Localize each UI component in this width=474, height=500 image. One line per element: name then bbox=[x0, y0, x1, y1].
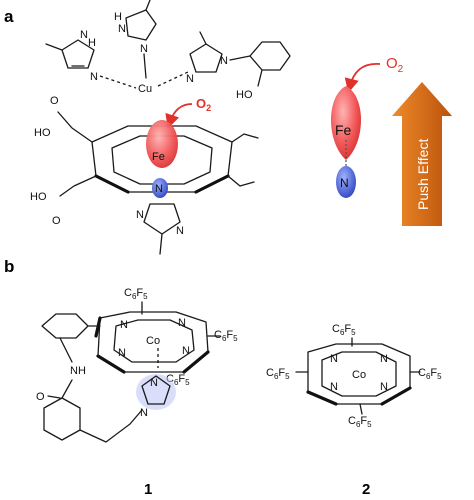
n-1c: N bbox=[118, 347, 126, 359]
panel-label-b: b bbox=[4, 257, 14, 276]
imidazole-n2-1: N bbox=[140, 407, 148, 419]
his-mid-h-label: H bbox=[114, 11, 122, 23]
o2-label-schematic: O2 bbox=[386, 55, 404, 75]
active-site-structure: H N N H N N Cu N N HO bbox=[30, 0, 291, 255]
n-1a: N bbox=[120, 319, 128, 331]
co-label-1: Co bbox=[146, 335, 160, 347]
c6f5-right-2: C6F5 bbox=[418, 367, 442, 381]
cu-his-right-dashed-bond bbox=[157, 71, 189, 87]
n-1d: N bbox=[182, 345, 190, 357]
co-label-2: Co bbox=[352, 369, 366, 381]
fe-d-orbital-lobe bbox=[146, 120, 178, 168]
his-left-nh-label: H bbox=[88, 37, 96, 49]
heme-porphyrin: O HO O HO bbox=[30, 95, 259, 227]
o2-label-active-site: O2 bbox=[196, 96, 211, 113]
tyr-n-label: N bbox=[186, 73, 194, 85]
compound-1: C6F5 N N N N Co C6F5 C6F5 N N NH bbox=[36, 287, 238, 498]
n-2c: N bbox=[330, 381, 338, 393]
propionate-o-bottom: O bbox=[52, 215, 61, 227]
n-label-schematic: N bbox=[340, 176, 349, 190]
schematic-push-effect: O2 Fe N Push Effect bbox=[331, 55, 452, 226]
tyr-n2-label: N bbox=[220, 55, 228, 67]
n-lower-label: N bbox=[136, 209, 144, 221]
cu-his-left-dashed-bond bbox=[99, 75, 137, 89]
compound-1-number: 1 bbox=[144, 481, 152, 498]
propionate-ho-bottom: HO bbox=[30, 191, 47, 203]
o2-arrow-schematic bbox=[344, 63, 381, 93]
imidazole-n-1: N bbox=[150, 377, 158, 389]
fe-label-schematic: Fe bbox=[335, 122, 352, 138]
n-axial-label: N bbox=[155, 183, 163, 195]
n-2a: N bbox=[330, 353, 338, 365]
compound-2-number: 2 bbox=[362, 481, 370, 498]
compound-2: C6F5 N N N N Co C6F5 C6F5 C6F5 2 bbox=[266, 323, 442, 498]
his-left-n-label: N bbox=[80, 29, 88, 41]
histidine-left: H N N bbox=[45, 29, 98, 83]
cu-label: Cu bbox=[138, 83, 152, 95]
c6f5-top-2: C6F5 bbox=[332, 323, 356, 337]
histidine-middle: H N N bbox=[114, 0, 157, 79]
n-2d: N bbox=[380, 381, 388, 393]
proximal-histidine: N N bbox=[136, 203, 184, 255]
carbonyl-o-label-1: O bbox=[36, 391, 45, 403]
his-mid-n-label: N bbox=[118, 23, 126, 35]
o2-arrow-active-site bbox=[165, 103, 193, 129]
c6f5-top-1: C6F5 bbox=[124, 287, 148, 301]
fe-label-active-site: Fe bbox=[152, 151, 165, 163]
propionate-ho-top: HO bbox=[34, 127, 51, 139]
his-left-n2-label: N bbox=[90, 71, 98, 83]
ho-label: HO bbox=[236, 89, 253, 101]
c6f5-left-2: C6F5 bbox=[266, 367, 290, 381]
propionate-o-top: O bbox=[50, 95, 59, 107]
c6f5-bottom-2: C6F5 bbox=[348, 415, 372, 429]
fe-lobe-schematic bbox=[331, 86, 361, 160]
n-lobe-schematic bbox=[336, 166, 356, 198]
nh-label-1: NH bbox=[70, 365, 86, 377]
n-2b: N bbox=[380, 353, 388, 365]
push-effect-arrow bbox=[392, 82, 452, 226]
n-1b: N bbox=[178, 317, 186, 329]
n-ring-label: N bbox=[176, 225, 184, 237]
push-effect-label: Push Effect bbox=[415, 139, 431, 210]
n-orbital-lobe-active-site bbox=[152, 178, 168, 198]
c6f5-bottom-1: C6F5 bbox=[166, 373, 190, 387]
panel-label-a: a bbox=[4, 7, 14, 26]
histidine-tyrosine: N N HO bbox=[186, 31, 291, 101]
his-mid-n2-label: N bbox=[140, 43, 148, 55]
c6f5-right-1: C6F5 bbox=[214, 329, 238, 343]
